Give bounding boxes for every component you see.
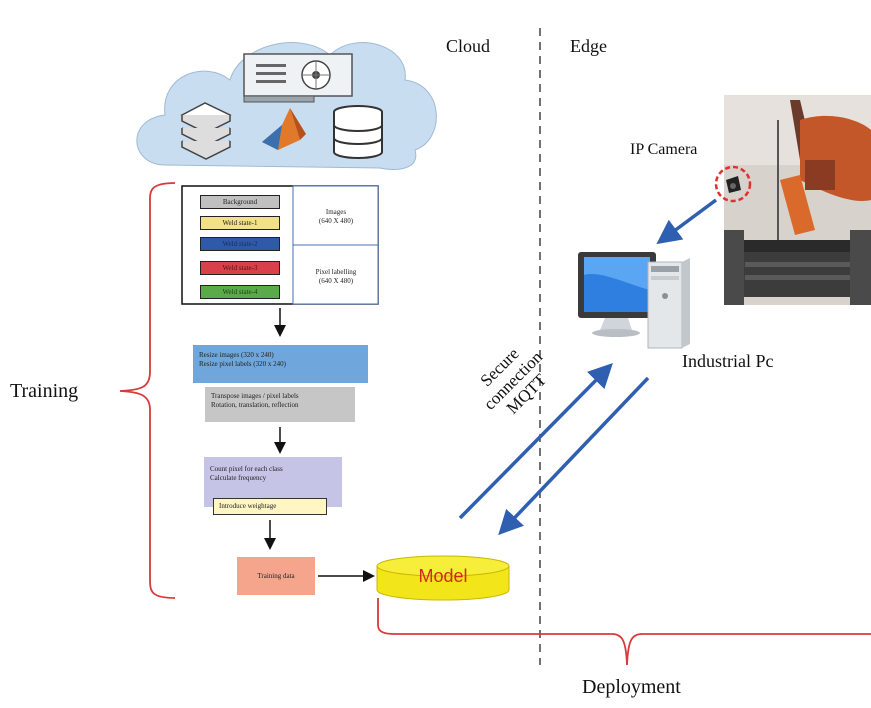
class-weld-state-2: Weld state-2	[200, 237, 280, 251]
pixel-labelling-title: Pixel labelling	[315, 268, 357, 276]
model-cylinder	[376, 555, 510, 601]
calc-frequency-text: Calculate frequency	[210, 474, 267, 482]
resize-images-text: Resize images (320 x 240)	[199, 351, 274, 359]
matlab-logo-icon	[262, 108, 306, 150]
class-weld-state-1: Weld state-1	[200, 216, 280, 230]
cloud-header: Cloud	[446, 36, 491, 56]
industrial-pc-icon	[578, 252, 690, 349]
pixel-labelling-size: (640 X 480)	[318, 277, 354, 285]
chip-stack-icon	[180, 102, 232, 160]
deployment-label: Deployment	[582, 676, 681, 698]
arrow-model-to-pc	[458, 363, 613, 520]
class-weld-state-3: Weld state-3	[200, 261, 280, 275]
edge-header: Edge	[570, 36, 607, 56]
images-title: Images	[325, 208, 347, 216]
pixel-labelling-label: Pixel labelling (640 X 480)	[296, 268, 376, 286]
model-label: Model	[418, 566, 468, 586]
class-weld-state-4: Weld state-4	[200, 285, 280, 299]
images-label: Images (640 X 480)	[296, 208, 376, 226]
count-pixel-text: Count pixel for each class	[210, 465, 283, 473]
transpose-step-box: Transpose images / pixel labels Rotation…	[205, 387, 355, 422]
robot-cell-photo	[724, 95, 871, 305]
industrial-pc-label: Industrial Pc	[682, 351, 774, 371]
weightage-box: Introduce weightage	[213, 498, 327, 515]
ip-camera-label: IP Camera	[630, 141, 698, 158]
class-background: Background	[200, 195, 280, 209]
resize-step-box: Resize images (320 x 240) Resize pixel l…	[193, 345, 368, 383]
training-label: Training	[10, 380, 79, 402]
augment-text: Rotation, translation, reflection	[211, 401, 299, 409]
database-icon	[333, 105, 383, 159]
training-bracket	[119, 182, 176, 599]
ip-camera-icon	[714, 165, 752, 203]
gpu-icon	[243, 53, 353, 103]
resize-labels-text: Resize pixel labels (320 x 240)	[199, 360, 286, 368]
deployment-bracket	[377, 598, 871, 666]
images-size: (640 X 480)	[318, 217, 354, 225]
arrow-pc-to-model	[498, 376, 650, 536]
training-data-box: Training data	[237, 557, 315, 595]
arrow-camera-to-pc	[656, 198, 718, 245]
transpose-text: Transpose images / pixel labels	[211, 392, 299, 400]
